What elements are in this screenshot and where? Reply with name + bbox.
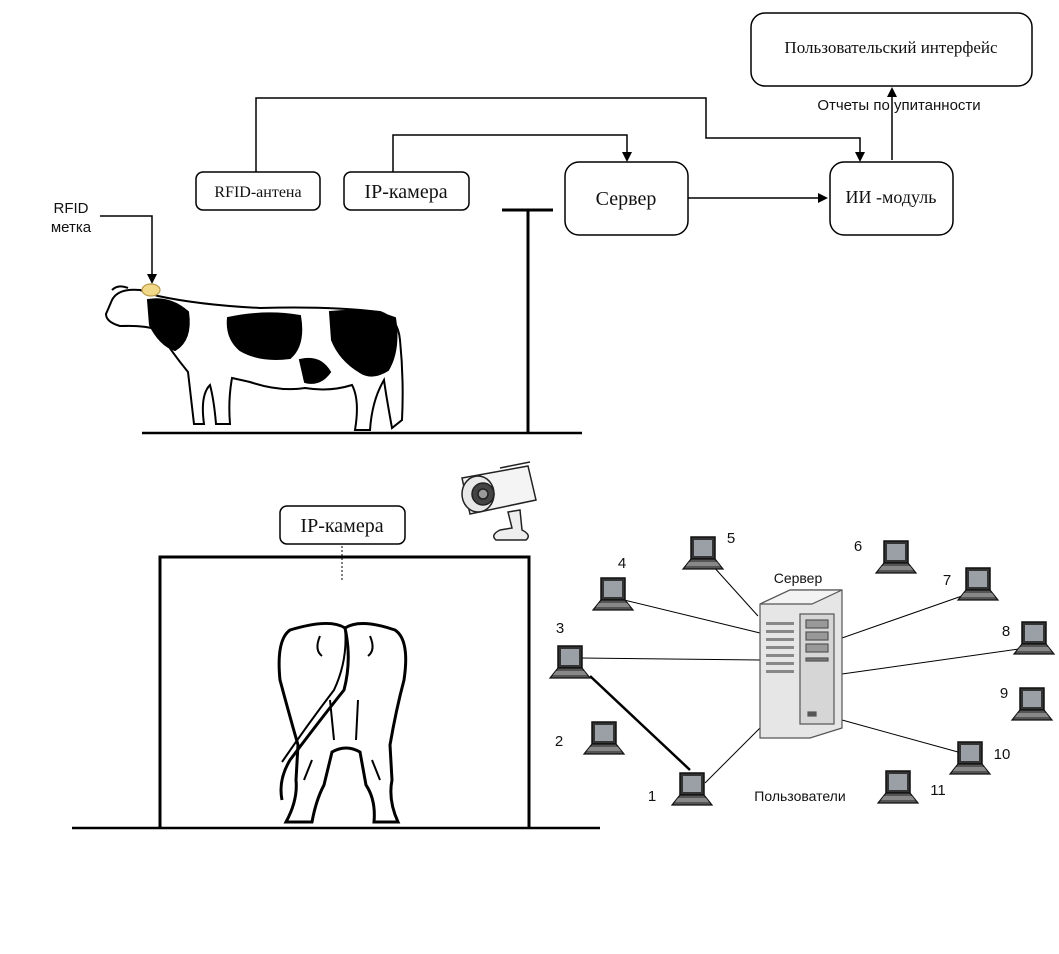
ai-module-box: ИИ -модуль: [829, 161, 954, 236]
laptop-icon-4: [592, 577, 634, 611]
laptop-number-labels: 1 2 3 4 5 6 7 8 9 10 11: [555, 530, 1011, 805]
cow-side-illustration: [104, 285, 404, 431]
user-interface-label: Пользовательский интерфейс: [784, 38, 998, 57]
node-label-5: 5: [727, 530, 735, 547]
node-label-1: 1: [648, 788, 656, 805]
node-label-7: 7: [943, 572, 951, 589]
node-label-3: 3: [556, 620, 564, 637]
laptop-icon-9: [1011, 687, 1053, 721]
laptop-icon-1: [671, 772, 713, 806]
rfid-antenna-label: RFID-антена: [214, 184, 301, 201]
security-camera-icon: [461, 461, 537, 541]
ip-camera-top-label: IP-камера: [364, 181, 447, 203]
rfid-tag-label-line1: RFID: [54, 200, 89, 217]
node-label-6: 6: [854, 538, 862, 555]
server-box: Сервер: [564, 161, 689, 236]
laptop-icon-5: [682, 536, 724, 570]
node-label-4: 4: [618, 555, 626, 572]
rfid-tag-label-line2: метка: [51, 219, 92, 236]
server-tower-icon: [759, 589, 843, 739]
server-label: Сервер: [596, 188, 657, 210]
connection-lines: [100, 87, 897, 284]
user-interface-box: Пользовательский интерфейс: [750, 12, 1033, 87]
laptop-icon-10: [949, 741, 991, 775]
node-label-9: 9: [1000, 685, 1008, 702]
rfid-antenna-box: RFID-антена: [195, 171, 321, 211]
node-label-8: 8: [1002, 623, 1010, 640]
node-label-11: 11: [930, 782, 946, 799]
ip-camera-top-box: IP-камера: [343, 171, 470, 211]
laptop-icon-6: [875, 540, 917, 574]
laptop-icon-11: [877, 770, 919, 804]
ip-camera-bottom-box: IP-камера: [279, 505, 406, 545]
node-label-10: 10: [994, 746, 1011, 763]
camera-pole: [502, 208, 553, 433]
laptop-icon-3: [549, 645, 591, 679]
stall-frame: [158, 555, 531, 828]
laptop-icon-7: [957, 567, 999, 601]
ai-module-label: ИИ -модуль: [846, 187, 937, 207]
network-links: [579, 564, 1027, 784]
laptop-icon-8: [1013, 621, 1055, 655]
users-label: Пользователи: [754, 788, 845, 804]
reports-label: Отчеты по упитанности: [817, 97, 980, 114]
network-server-label: Сервер: [774, 570, 823, 586]
cow-rear-illustration: [277, 622, 408, 824]
node-label-2: 2: [555, 733, 563, 750]
rfid-tag-icon: [141, 283, 161, 297]
laptop-icon-2: [583, 721, 625, 755]
ip-camera-bottom-label: IP-камера: [300, 515, 383, 537]
